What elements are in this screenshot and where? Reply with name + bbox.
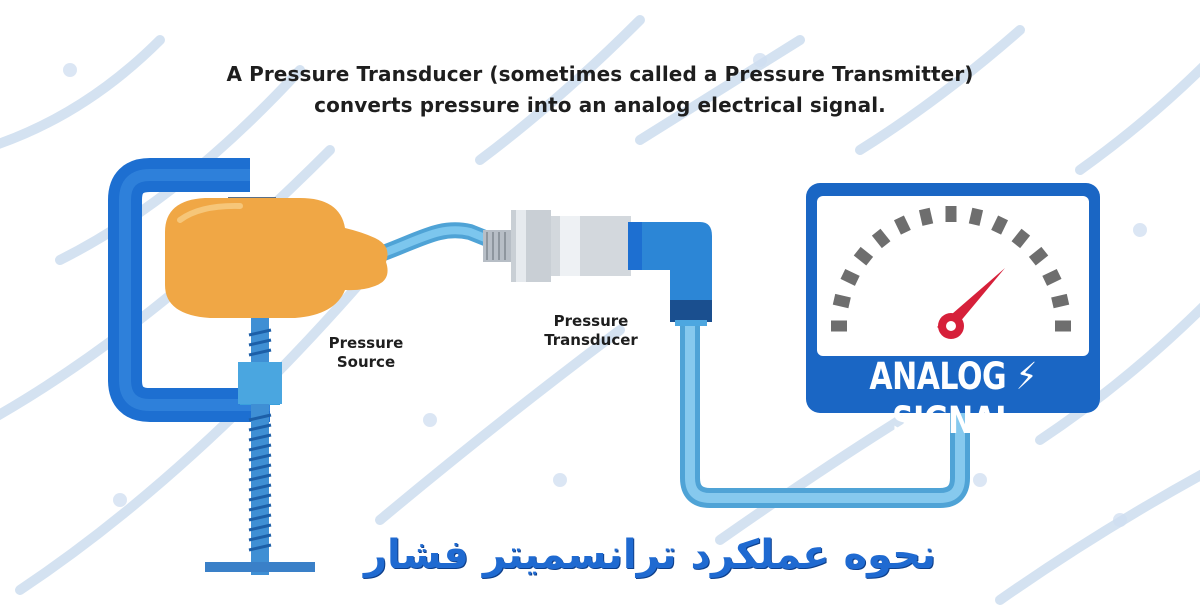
title-line-2: converts pressure into an analog electri… bbox=[314, 93, 886, 117]
persian-caption: نحوه عملکرد ترانسمیتر فشار bbox=[363, 532, 937, 578]
gauge-tick bbox=[1042, 268, 1062, 286]
analog-signal-gauge bbox=[806, 183, 1100, 413]
pressure-source-label-line2: Source bbox=[336, 353, 396, 371]
pressure-source-label: Pressure Source bbox=[318, 334, 414, 372]
pressure-transducer bbox=[483, 210, 712, 326]
pressure-transducer-label-line1: Pressure bbox=[553, 312, 629, 330]
gauge-tick bbox=[832, 293, 851, 309]
gauge-tick bbox=[1028, 246, 1049, 266]
gauge-tick bbox=[991, 215, 1009, 235]
title-line-1: A Pressure Transducer (sometimes called … bbox=[226, 62, 974, 86]
gauge-tick bbox=[968, 207, 984, 226]
pressure-transducer-label: Pressure Transducer bbox=[533, 312, 649, 350]
gauge-tick bbox=[853, 246, 874, 266]
clamp-screw bbox=[205, 300, 315, 575]
pressure-source-label-line1: Pressure bbox=[328, 334, 404, 352]
pressure-source bbox=[165, 198, 388, 318]
gauge-tick bbox=[918, 207, 934, 226]
gauge-tick bbox=[1051, 293, 1070, 309]
gauge-caption: ANALOG ⚡ SIGNAL bbox=[869, 355, 1037, 443]
gauge-tick bbox=[840, 268, 860, 286]
gauge-tick bbox=[893, 215, 911, 235]
gauge-tick bbox=[1011, 228, 1031, 249]
pressure-transducer-label-line2: Transducer bbox=[544, 331, 638, 349]
gauge-tick bbox=[871, 228, 891, 249]
